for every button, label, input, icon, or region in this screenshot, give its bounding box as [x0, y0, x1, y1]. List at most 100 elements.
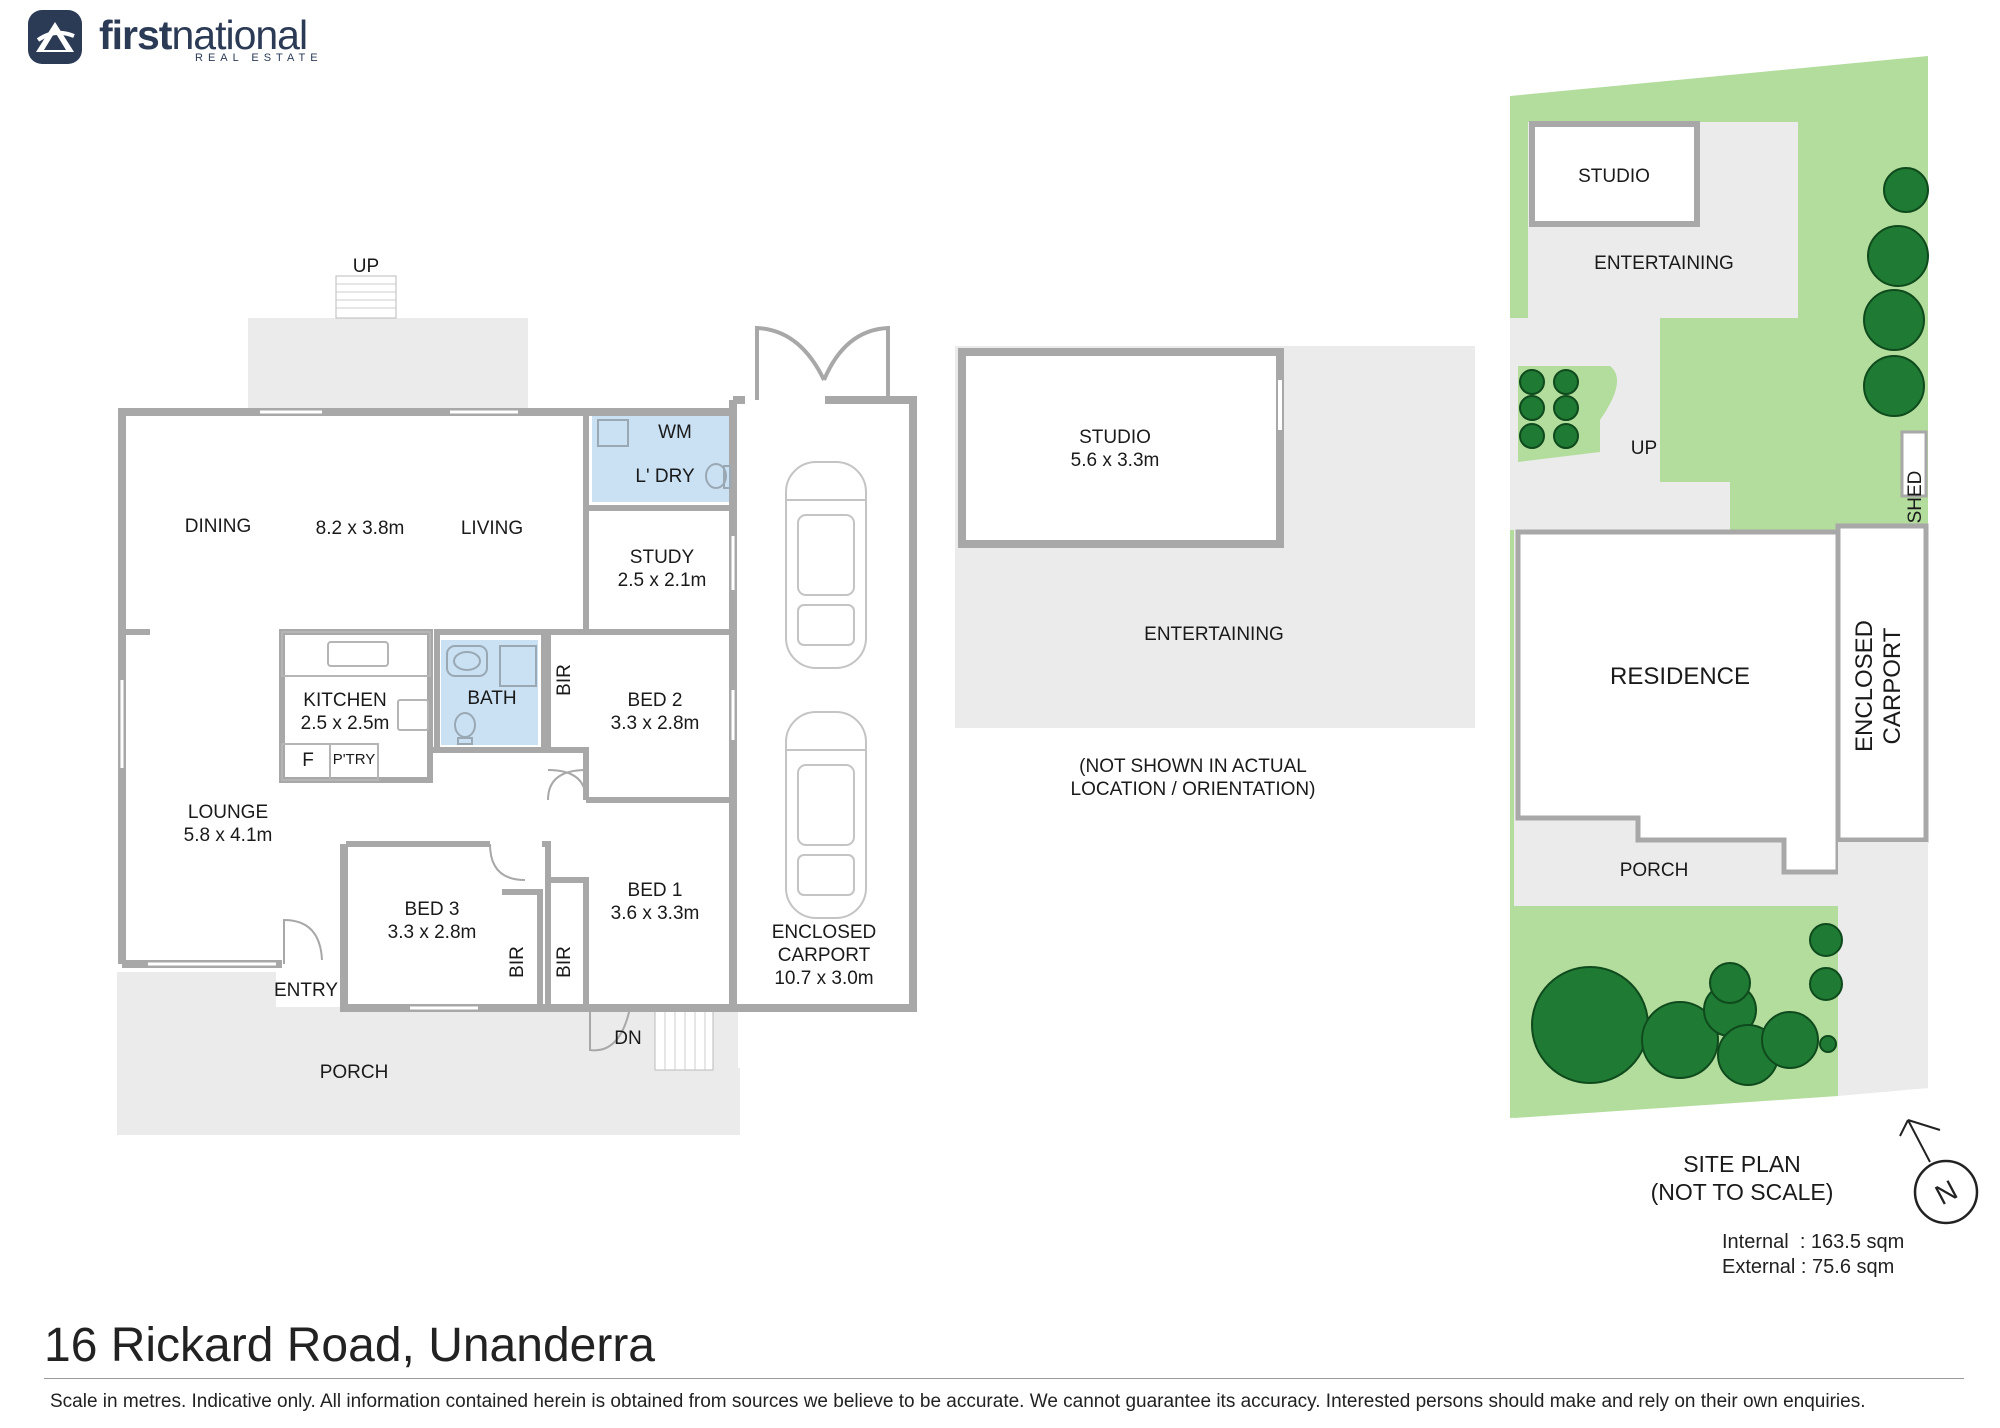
- studio-plan: STUDIO 5.6 x 3.3m ENTERTAINING (NOT SHOW…: [955, 346, 1475, 800]
- area-summary: Internal : 163.5 sqm External : 75.6 sqm: [1722, 1230, 1904, 1280]
- studio-label: STUDIO: [1079, 427, 1151, 448]
- kitchen-size-label: 2.5 x 2.5m: [301, 713, 390, 734]
- living-label: LIVING: [461, 518, 523, 539]
- dn-label: DN: [614, 1028, 641, 1049]
- entry-label: ENTRY: [274, 980, 338, 1001]
- living-size-label: 8.2 x 3.8m: [316, 518, 405, 539]
- entertaining-label: ENTERTAINING: [1144, 624, 1284, 645]
- tree-icon: [1519, 395, 1545, 421]
- studio-room: [958, 348, 1284, 548]
- site-back-path: [1584, 482, 1730, 530]
- study-size-label: 2.5 x 2.1m: [618, 570, 707, 591]
- tree-icon: [1553, 369, 1579, 395]
- tree-icon: [1531, 966, 1649, 1084]
- dining-label: DINING: [185, 516, 252, 537]
- tree-icon: [1553, 423, 1579, 449]
- site-plan-labels: STUDIO ENTERTAINING UP SHED RESIDENCE EN…: [1578, 166, 1926, 1205]
- disclaimer-text: Scale in metres. Indicative only. All in…: [50, 1391, 1866, 1412]
- study-label: STUDY: [630, 547, 695, 568]
- tree-icon: [1519, 423, 1545, 449]
- bir-label: BIR: [507, 946, 528, 978]
- site-carport-label-line1: ENCLOSED: [1851, 620, 1878, 752]
- north-arrow-icon: N: [1899, 1119, 1979, 1225]
- site-up-label: UP: [1631, 438, 1657, 459]
- tree-icon: [1809, 967, 1843, 1001]
- pantry-label: P'TRY: [333, 751, 376, 768]
- studio-plan-labels: STUDIO 5.6 x 3.3m ENTERTAINING (NOT SHOW…: [1071, 427, 1316, 800]
- site-porch-label: PORCH: [1620, 860, 1689, 881]
- site-carport: [1835, 523, 1929, 843]
- property-address: 16 Rickard Road, Unanderra: [44, 1319, 655, 1372]
- brand-logo: firstnational REAL ESTATE: [28, 10, 338, 66]
- site-shed-label: SHED: [1905, 471, 1926, 524]
- site-plan-title-line2: (NOT TO SCALE): [1651, 1179, 1834, 1205]
- laundry-floor: [592, 416, 730, 502]
- porch-label: PORCH: [320, 1062, 389, 1083]
- site-residence-label: RESIDENCE: [1610, 663, 1750, 690]
- external-area: External : 75.6 sqm: [1722, 1256, 1895, 1278]
- bir-label: BIR: [554, 946, 575, 978]
- carport-label-line2: CARPORT: [778, 945, 871, 966]
- tree-icon: [1883, 167, 1929, 213]
- tree-icon: [1519, 369, 1545, 395]
- tree-icon: [1761, 1011, 1819, 1069]
- rear-deck: [248, 318, 528, 409]
- bath-label: BATH: [467, 688, 516, 709]
- bed2-size-label: 3.3 x 2.8m: [611, 713, 700, 734]
- tree-icon: [1641, 1001, 1719, 1079]
- kitchen-label: KITCHEN: [303, 690, 386, 711]
- site-driveway: [1838, 842, 1928, 1096]
- site-plan: N STUDIO ENTERTAINING UP SHED RESIDENCE …: [1510, 56, 1979, 1225]
- front-porch: [117, 972, 740, 1135]
- tree-icon: [1863, 355, 1925, 417]
- site-entertaining-label: ENTERTAINING: [1594, 253, 1734, 274]
- laundry-fixtures: [597, 419, 731, 489]
- bed1-size-label: 3.6 x 3.3m: [611, 903, 700, 924]
- lounge-size-label: 5.8 x 4.1m: [184, 825, 273, 846]
- site-trees: [1519, 167, 1929, 1086]
- brand-wordmark: firstnational: [99, 12, 308, 58]
- carport-size-label: 10.7 x 3.0m: [774, 968, 873, 989]
- front-steps: [654, 1009, 714, 1071]
- up-label: UP: [353, 256, 379, 277]
- site-plan-title-line1: SITE PLAN: [1683, 1151, 1801, 1177]
- window-marks: [120, 410, 735, 1010]
- rear-step-treads: [336, 283, 396, 309]
- wm-label: WM: [658, 422, 692, 443]
- floor-plan-labels: UP DINING 8.2 x 3.8m LIVING WM L' DRY ST…: [184, 256, 877, 1083]
- front-step-treads: [664, 1010, 706, 1070]
- orientation-note-line1: (NOT SHOWN IN ACTUAL: [1079, 756, 1307, 777]
- site-shed: [1900, 430, 1928, 498]
- fridge-label: F: [302, 750, 314, 771]
- interior-walls: [122, 412, 733, 1008]
- kitchen-joinery: [281, 631, 431, 781]
- car-icon: [785, 711, 867, 919]
- studio-size-label: 5.6 x 3.3m: [1071, 450, 1160, 471]
- bed1-label: BED 1: [628, 880, 683, 901]
- brand-tagline: REAL ESTATE: [195, 52, 323, 64]
- tree-icon: [1863, 289, 1925, 351]
- carport-label-line1: ENCLOSED: [772, 922, 877, 943]
- bath-fixtures: [446, 645, 537, 745]
- bed2-label: BED 2: [628, 690, 683, 711]
- tree-icon: [1553, 395, 1579, 421]
- site-studio: [1529, 121, 1700, 227]
- main-floor-plan: UP DINING 8.2 x 3.8m LIVING WM L' DRY ST…: [117, 256, 1279, 1135]
- internal-area: Internal : 163.5 sqm: [1722, 1231, 1905, 1253]
- orientation-note-line2: LOCATION / ORIENTATION): [1071, 779, 1316, 800]
- carport-doors: [755, 325, 890, 400]
- tree-icon: [1867, 225, 1929, 287]
- bed3-label: BED 3: [405, 899, 460, 920]
- first-national-logo-icon: [28, 10, 82, 64]
- tree-icon: [1709, 962, 1751, 1004]
- laundry-label: L' DRY: [635, 466, 695, 487]
- site-studio-label: STUDIO: [1578, 166, 1650, 187]
- divider: [44, 1378, 1964, 1379]
- site-carport-label-line2: CARPORT: [1879, 627, 1906, 744]
- bath-floor: [441, 640, 538, 745]
- rear-steps: [335, 275, 397, 319]
- car-icons: [785, 461, 867, 919]
- bir-label: BIR: [554, 664, 575, 696]
- tree-icon: [1809, 923, 1843, 957]
